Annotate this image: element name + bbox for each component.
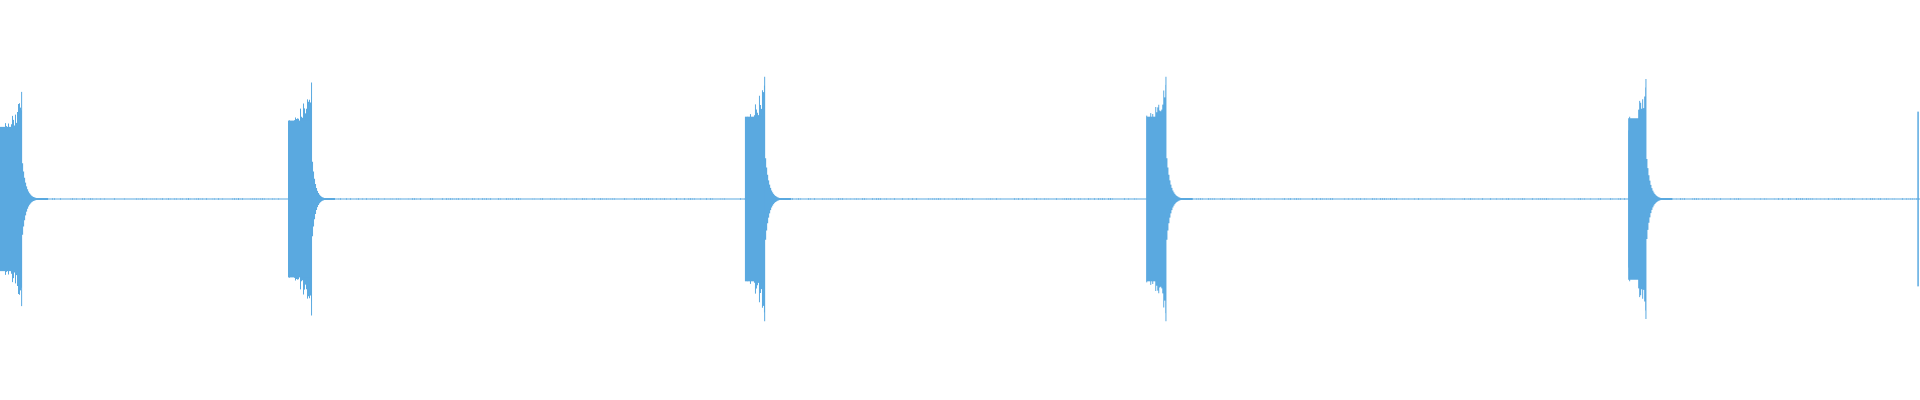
waveform-burst-core [744, 116, 765, 282]
waveform-bursts [0, 76, 1673, 322]
waveform-burst-core [1146, 116, 1166, 282]
waveform-burst [288, 82, 336, 316]
waveform-burst-core [0, 126, 22, 272]
waveform-burst-core [1628, 118, 1646, 280]
waveform-burst [1628, 79, 1673, 319]
waveform-burst [0, 91, 49, 307]
waveform-burst-core [288, 120, 312, 278]
waveform-burst [1146, 76, 1193, 322]
waveform-burst [744, 76, 792, 322]
